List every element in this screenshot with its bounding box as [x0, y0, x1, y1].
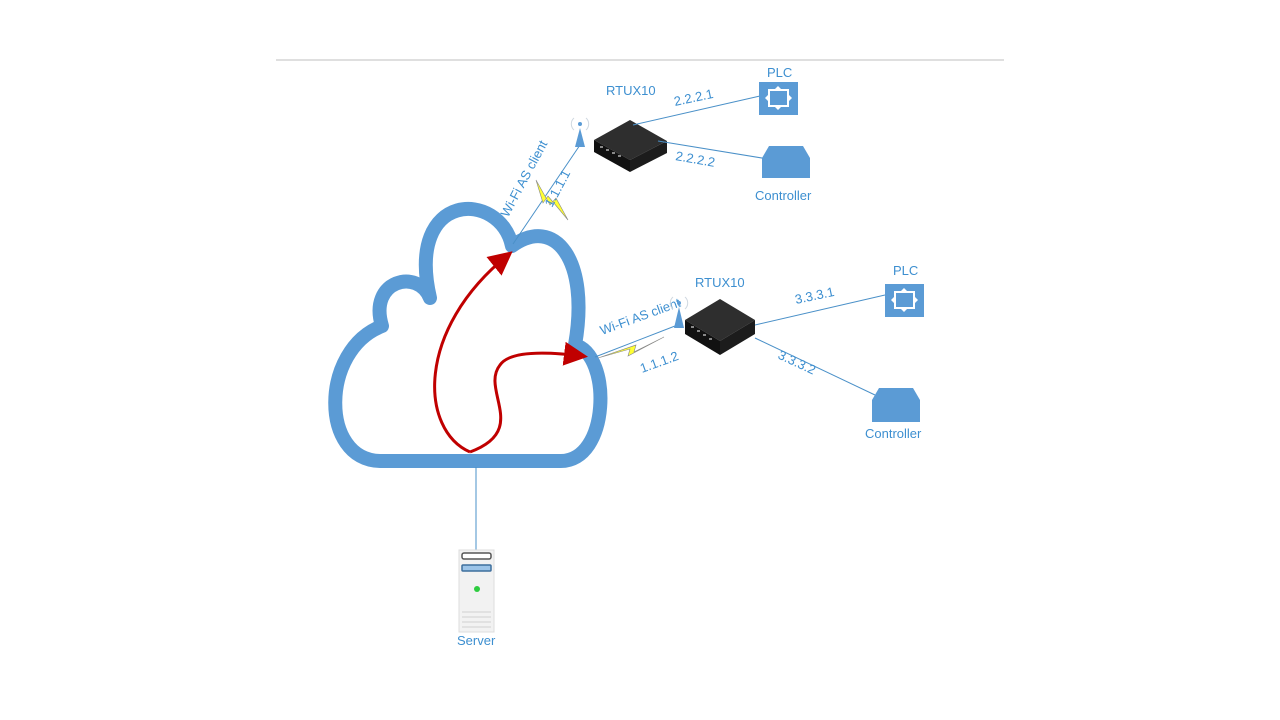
- plc-label-2: PLC: [893, 263, 918, 278]
- plc-icon: [759, 82, 798, 115]
- cloud-shape: [328, 201, 608, 469]
- server-icon: [458, 549, 495, 633]
- wifi-ip-2: 1.1.1.2: [638, 348, 680, 376]
- router-icon: [685, 299, 755, 355]
- plc-icon: [885, 284, 924, 317]
- plc-ip-2: 3.3.3.1: [794, 284, 836, 307]
- controller-ip-2: 3.3.3.2: [776, 347, 818, 377]
- plc-ip-1: 2.2.2.1: [673, 86, 715, 109]
- wifi-label-1: Wi-Fi AS client: [497, 137, 550, 219]
- router-2: Wi-Fi AS client 1.1.1.2 RTUX10 3.3.3.1 3…: [594, 263, 924, 441]
- plc-label-1: PLC: [767, 65, 792, 80]
- plc-link-1: [632, 95, 761, 126]
- controller-ip-1: 2.2.2.2: [674, 148, 716, 170]
- controller-icon: [762, 146, 810, 178]
- controller-label-2: Controller: [865, 426, 922, 441]
- controller-link-1: [657, 140, 769, 160]
- router-icon: [594, 120, 667, 172]
- lightning-icon: [597, 336, 665, 359]
- controller-label-1: Controller: [755, 188, 812, 203]
- plc-link-2: [754, 294, 886, 326]
- wifi-ip-1: 1.1.1.1: [541, 167, 573, 209]
- antenna-icon: [669, 296, 689, 328]
- antenna-icon: [570, 117, 590, 147]
- lightning-icon: [535, 179, 569, 221]
- route-arrow-router-2: [469, 341, 588, 454]
- router-name-1: RTUX10: [606, 83, 656, 98]
- wifi-link-2: [594, 325, 676, 358]
- server-label: Server: [457, 633, 496, 648]
- controller-icon: [872, 388, 920, 422]
- router-1: Wi-Fi AS client 1.1.1.1 RTUX10 2.2.2.1 2…: [497, 65, 812, 245]
- wifi-link-1: [512, 144, 581, 245]
- controller-link-2: [754, 337, 876, 396]
- router-name-2: RTUX10: [695, 275, 745, 290]
- route-arrow-router-1: [433, 251, 513, 454]
